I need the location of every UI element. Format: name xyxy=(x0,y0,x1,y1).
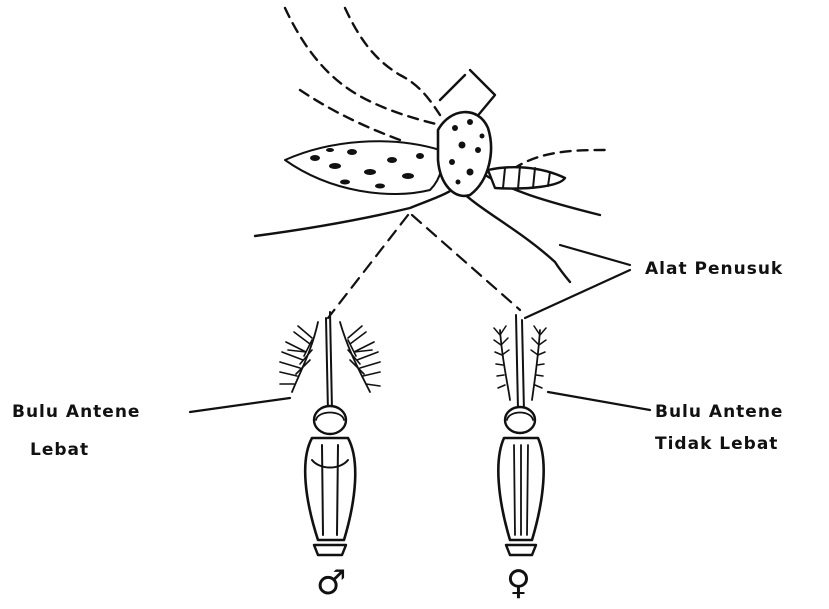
mosquito-wing xyxy=(285,141,442,194)
label-female-antenna-line1: Bulu Antene xyxy=(655,402,783,422)
male-right-antenna-hairs xyxy=(348,326,380,386)
female-symbol: ♀ xyxy=(506,566,531,600)
leader-lines xyxy=(190,215,650,412)
mosquito-abdomen xyxy=(488,166,565,189)
male-head xyxy=(280,312,380,555)
label-alat-penusuk: Alat Penusuk xyxy=(645,259,783,279)
label-male-antenna-line1: Bulu Antene xyxy=(12,402,140,422)
label-female-antenna-line2: Tidak Lebat xyxy=(655,434,778,454)
female-head xyxy=(494,315,546,555)
mosquito-legs xyxy=(255,8,610,282)
mosquito-thorax xyxy=(438,112,491,196)
label-male-antenna-line2: Lebat xyxy=(30,440,89,460)
male-left-antenna-hairs xyxy=(280,326,312,384)
male-symbol: ♂ xyxy=(316,566,346,600)
